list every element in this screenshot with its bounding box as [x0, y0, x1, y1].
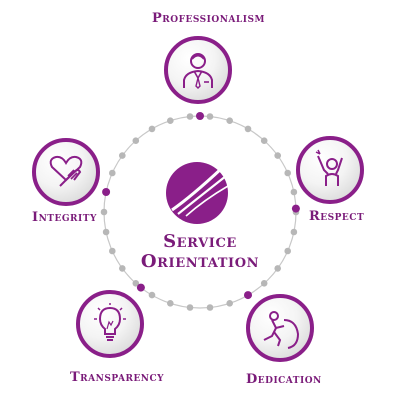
- center-title-line1: Service: [163, 231, 237, 252]
- node-professionalism: [164, 36, 232, 104]
- ring-dot: [132, 137, 140, 144]
- ring-dot: [109, 169, 116, 177]
- ring-dot: [284, 169, 292, 177]
- ring-dot: [206, 304, 214, 311]
- ring-dot: [226, 117, 233, 124]
- ring-dot: [260, 137, 268, 144]
- ring-dot: [100, 208, 108, 216]
- label-dedication: Dedication: [246, 372, 322, 387]
- node-dedication: [246, 294, 314, 362]
- ring-dot: [148, 291, 156, 299]
- ring-dot: [167, 117, 174, 124]
- ring-dot: [186, 113, 194, 120]
- ring-dot: [206, 113, 214, 120]
- ring-connector-dot: [244, 291, 252, 300]
- label-respect: Respect: [309, 209, 365, 224]
- label-transparency: Transparency: [70, 370, 165, 385]
- ring-dot: [244, 125, 252, 133]
- swoosh-sphere-logo: [166, 162, 229, 224]
- ring-dot: [102, 228, 110, 236]
- ring-connector-dot: [102, 188, 111, 196]
- heart-in-hand-icon: [49, 155, 83, 187]
- node-respect: [296, 136, 364, 204]
- lightbulb-icon: [94, 303, 126, 341]
- ring-dot: [284, 247, 292, 255]
- businessman-icon: [183, 53, 213, 89]
- ring-dot: [119, 152, 126, 159]
- ring-dot: [290, 188, 298, 196]
- ring-dot: [226, 300, 233, 307]
- celebrating-person-icon: [315, 149, 343, 186]
- ring-dot: [290, 228, 298, 236]
- label-integrity: Integrity: [32, 210, 97, 225]
- ring-dot: [186, 304, 194, 311]
- ring-connector-dot: [196, 112, 204, 120]
- ring-dot: [119, 265, 126, 272]
- ring-dot: [132, 280, 140, 287]
- label-professionalism: Professionalism: [152, 11, 265, 26]
- ring-dot: [148, 125, 156, 133]
- ring-connector-dot: [136, 283, 145, 292]
- center-title-line2: Orientation: [140, 251, 260, 272]
- ring-dot: [274, 152, 282, 159]
- ring-dot: [109, 247, 116, 255]
- ring-dot: [167, 300, 174, 307]
- ring-connector-dot: [291, 204, 300, 213]
- ring-dot: [274, 265, 282, 272]
- ring-dot: [260, 280, 268, 287]
- node-transparency: [76, 290, 144, 358]
- node-integrity: [32, 138, 100, 206]
- pushing-boulder-icon: [263, 311, 300, 349]
